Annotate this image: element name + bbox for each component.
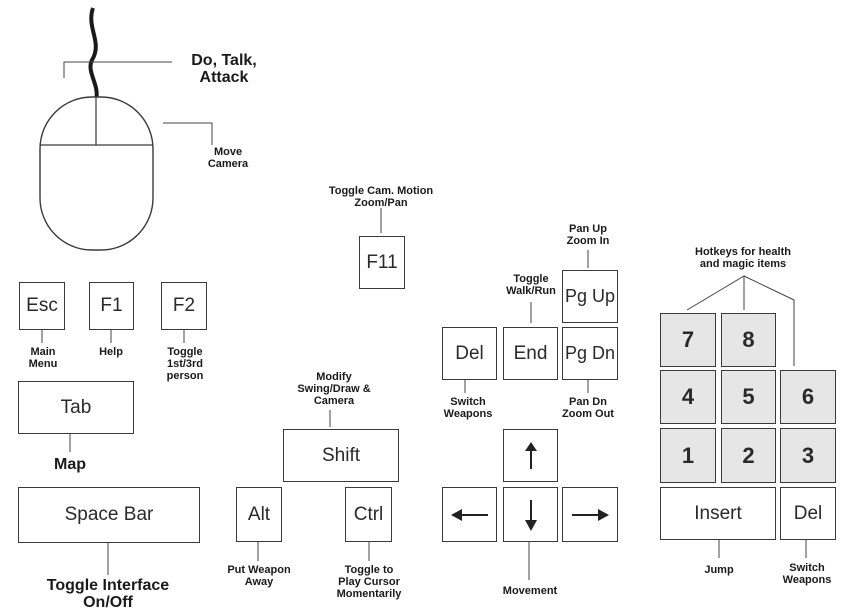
shift-label: Modify Swing/Draw & Camera xyxy=(280,371,388,407)
arrow-down-key[interactable] xyxy=(503,487,558,542)
arrow-right-icon xyxy=(570,507,610,523)
hotkeys-label: Hotkeys for health and magic items xyxy=(674,246,812,270)
tab-key[interactable]: Tab xyxy=(18,381,134,434)
del-key[interactable]: Del xyxy=(442,327,497,380)
numpad-del-label: Switch Weapons xyxy=(772,562,842,586)
tab-label: Map xyxy=(40,456,100,473)
numpad-8-key[interactable]: 8 xyxy=(721,313,776,367)
f11-label: Toggle Cam. Motion Zoom/Pan xyxy=(310,185,452,209)
f11-key[interactable]: F11 xyxy=(359,236,405,289)
move-camera-label: Move Camera xyxy=(192,146,264,170)
f2-key[interactable]: F2 xyxy=(161,282,207,330)
ctrl-label: Toggle to Play Cursor Momentarily xyxy=(325,564,413,600)
esc-key[interactable]: Esc xyxy=(19,282,65,330)
numpad-7-key[interactable]: 7 xyxy=(660,313,716,367)
mouse-left-button-label: Do, Talk, Attack xyxy=(176,52,272,86)
space-bar-label: Toggle Interface On/Off xyxy=(20,577,196,611)
insert-label: Jump xyxy=(690,564,748,576)
numpad-4-key[interactable]: 4 xyxy=(660,370,716,424)
alt-label: Put Weapon Away xyxy=(222,564,296,588)
numpad-1-key[interactable]: 1 xyxy=(660,428,716,483)
arrow-up-icon xyxy=(521,441,541,471)
numpad-del-key[interactable]: Del xyxy=(780,487,836,540)
mouse-cable xyxy=(90,8,96,100)
arrow-right-key[interactable] xyxy=(562,487,618,542)
numpad-3-key[interactable]: 3 xyxy=(780,428,836,483)
numpad-6-key[interactable]: 6 xyxy=(780,370,836,424)
f1-label: Help xyxy=(88,346,134,358)
arrow-left-icon xyxy=(450,507,490,523)
arrow-left-key[interactable] xyxy=(442,487,497,542)
esc-label: Main Menu xyxy=(17,346,69,370)
numpad-5-key[interactable]: 5 xyxy=(721,370,776,424)
pgup-key[interactable]: Pg Up xyxy=(562,270,618,323)
pgdn-label: Pan Dn Zoom Out xyxy=(552,396,624,420)
alt-key[interactable]: Alt xyxy=(236,487,282,542)
f2-label: Toggle 1st/3rd person xyxy=(154,346,216,382)
numpad-2-key[interactable]: 2 xyxy=(721,428,776,483)
end-key[interactable]: End xyxy=(503,327,558,380)
space-bar-key[interactable]: Space Bar xyxy=(18,487,200,543)
pgdn-key[interactable]: Pg Dn xyxy=(562,327,618,380)
arrow-down-icon xyxy=(521,498,541,532)
f1-key[interactable]: F1 xyxy=(89,282,134,330)
arrow-up-key[interactable] xyxy=(503,429,558,482)
shift-key[interactable]: Shift xyxy=(283,429,399,482)
del-label: Switch Weapons xyxy=(432,396,504,420)
end-label: Toggle Walk/Run xyxy=(493,273,569,297)
insert-key[interactable]: Insert xyxy=(660,487,776,540)
ctrl-key[interactable]: Ctrl xyxy=(345,487,392,542)
pgup-label: Pan Up Zoom In xyxy=(553,223,623,247)
movement-label: Movement xyxy=(486,585,574,597)
